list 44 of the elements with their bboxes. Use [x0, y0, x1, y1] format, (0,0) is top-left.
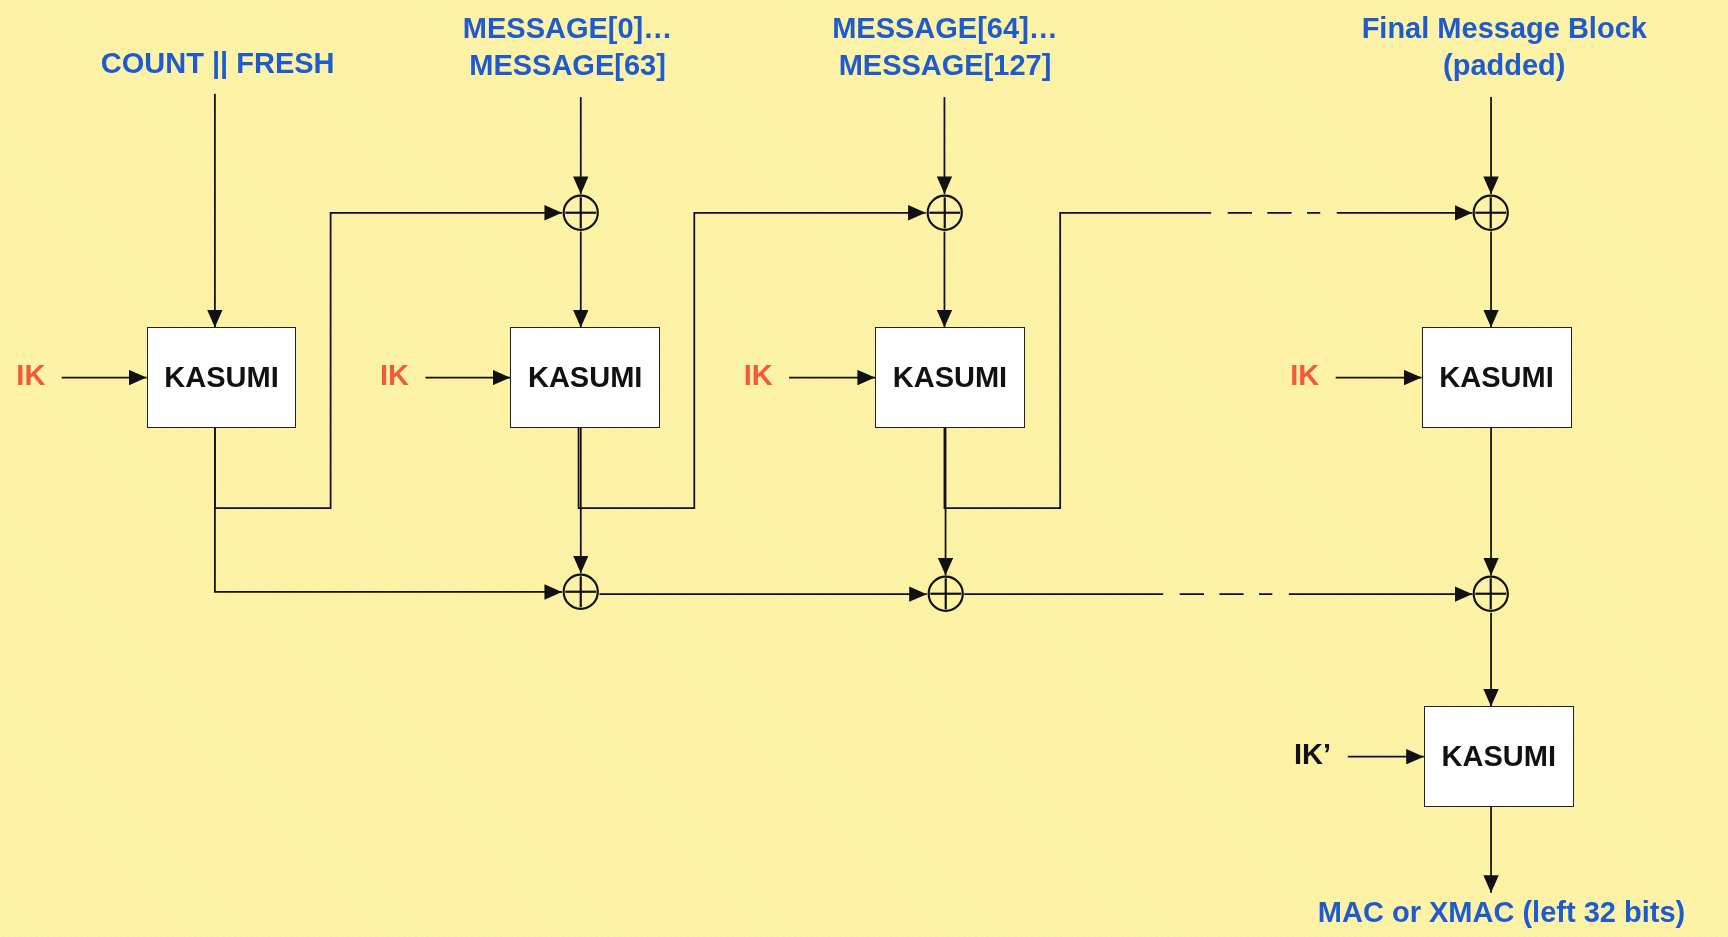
arrow	[573, 230, 589, 329]
xor-symbol	[925, 193, 964, 232]
key-label: IK’	[1294, 737, 1332, 773]
arrow	[788, 369, 876, 386]
input-label: MAC or XMAC (left 32 bits)	[1317, 894, 1686, 930]
cipher-block: KASUMI	[1421, 327, 1572, 428]
cipher-block: KASUMI	[510, 327, 661, 428]
arrow	[1483, 230, 1499, 329]
arrow	[573, 96, 589, 195]
xor-symbol	[1472, 193, 1510, 232]
arrow	[598, 586, 928, 602]
key-label: IK	[743, 357, 773, 393]
arrow	[577, 205, 927, 510]
arrow	[1483, 426, 1499, 577]
arrow	[936, 96, 953, 195]
arrow	[424, 369, 512, 386]
arrow	[573, 426, 589, 575]
cipher-block: KASUMI	[146, 327, 297, 428]
arrow	[943, 205, 1474, 510]
cipher-block: KASUMI	[875, 327, 1025, 428]
arrow	[937, 426, 954, 577]
cipher-block: KASUMI	[1423, 706, 1574, 807]
xor-symbol	[562, 573, 600, 611]
input-label: MESSAGE[0]… MESSAGE[63]	[461, 10, 674, 84]
key-label: IK	[16, 357, 46, 393]
arrow	[1483, 612, 1499, 708]
key-label: IK	[380, 357, 409, 393]
arrow	[963, 586, 1474, 602]
arrow	[1483, 805, 1499, 894]
xor-symbol	[562, 193, 600, 232]
arrow	[214, 426, 563, 600]
arrow	[1334, 369, 1423, 386]
arrow	[936, 230, 953, 329]
arrow	[1346, 748, 1425, 765]
xor-symbol	[926, 575, 965, 613]
xor-symbol	[1472, 575, 1510, 613]
input-label: Final Message Block (padded)	[1360, 10, 1648, 84]
key-label: IK	[1290, 357, 1320, 393]
arrow	[207, 92, 223, 329]
input-label: MESSAGE[64]… MESSAGE[127]	[831, 10, 1059, 84]
arrow	[1483, 96, 1499, 195]
input-label: COUNT || FRESH	[100, 46, 335, 82]
arrow	[60, 369, 148, 386]
arrow	[214, 205, 563, 510]
